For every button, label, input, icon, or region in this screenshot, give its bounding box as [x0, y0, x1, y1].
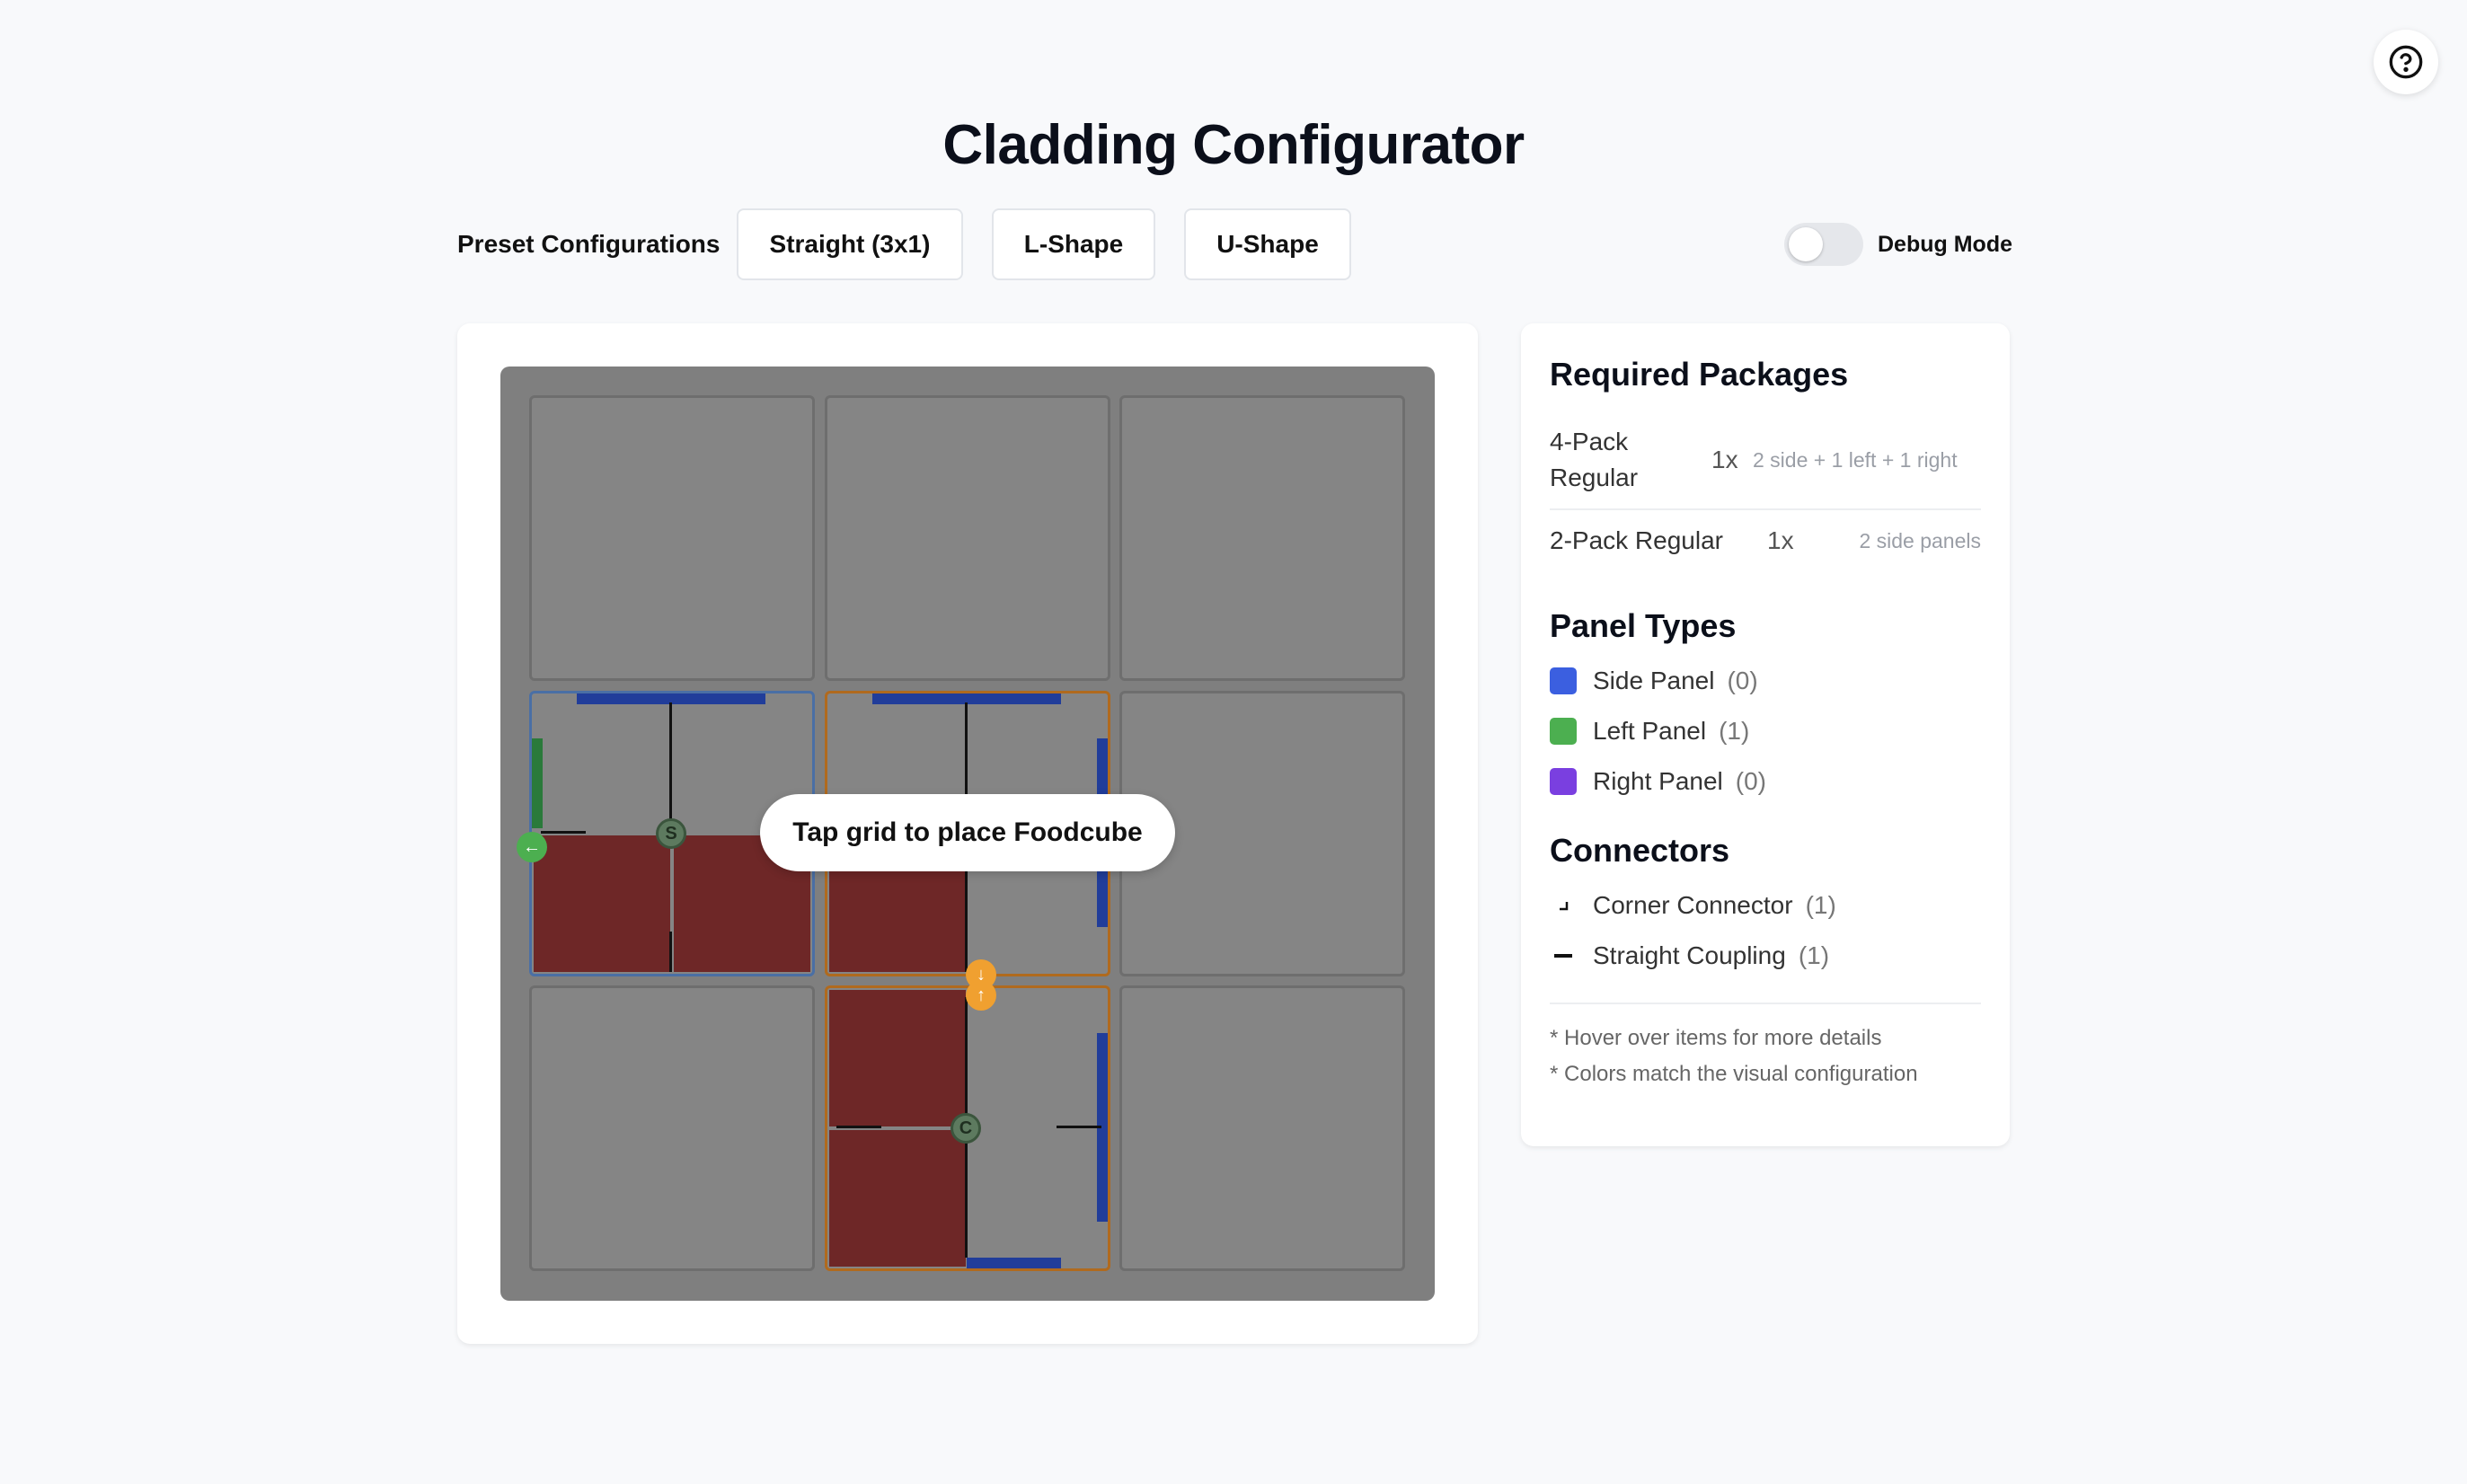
cube-tile — [969, 990, 1106, 1126]
connector-name: Straight Coupling — [1593, 941, 1786, 969]
joint-line — [669, 932, 672, 972]
panel-type-name: Left Panel — [1593, 717, 1707, 745]
package-list: 4-Pack Regular 1x 2 side + 1 left + 1 ri… — [1550, 411, 1981, 571]
connector-count: (1) — [1798, 941, 1830, 969]
joint-line — [965, 1132, 968, 1258]
package-note: 2 side panels — [1859, 529, 1981, 552]
cube-tile — [969, 1130, 1106, 1267]
panel-type-row[interactable]: Right Panel (0) — [1550, 756, 1981, 807]
side-panel-bar — [967, 1258, 1061, 1268]
side-panel-bar — [577, 693, 765, 704]
connector-count: (1) — [1805, 891, 1836, 919]
panel-type-count: (0) — [1735, 767, 1766, 795]
left-panel-bar — [532, 738, 543, 828]
cube-tile — [534, 695, 670, 832]
corner-connector-icon — [1550, 898, 1577, 913]
straight-coupling-marker[interactable]: S — [656, 818, 686, 849]
footnote: * Hover over items for more details — [1550, 1026, 1882, 1050]
question-circle-icon — [2389, 45, 2423, 79]
joint-line — [965, 997, 968, 1123]
joint-line — [965, 837, 968, 972]
joint-line — [965, 702, 968, 828]
foodcube-placed[interactable] — [825, 985, 1110, 1271]
side-panel-swatch — [1550, 667, 1577, 694]
panel-type-count: (0) — [1727, 667, 1758, 694]
grid-cell[interactable] — [825, 395, 1110, 681]
package-qty: 1x — [1711, 446, 1738, 473]
panel-type-name: Side Panel — [1593, 667, 1715, 694]
page-title: Cladding Configurator — [942, 114, 1525, 176]
corner-connector-marker[interactable]: C — [951, 1113, 981, 1144]
connector-row[interactable]: Corner Connector (1) — [1550, 880, 1981, 931]
cube-tile — [829, 1130, 966, 1267]
placement-hint-toast: Tap grid to place Foodcube — [760, 794, 1175, 871]
joint-line — [836, 1126, 881, 1128]
footnotes: * Hover over items for more details * Co… — [1550, 1020, 1981, 1092]
summary-panel: Required Packages 4-Pack Regular 1x 2 si… — [1521, 323, 2010, 1146]
panel-type-row[interactable]: Side Panel (0) — [1550, 656, 1981, 706]
side-panel-bar — [1097, 1033, 1108, 1222]
cube-tile — [829, 990, 966, 1126]
toggle-knob — [1789, 227, 1823, 261]
panel-type-count: (1) — [1719, 717, 1750, 745]
connectors-list: Corner Connector (1) Straight Coupling (… — [1550, 880, 1981, 1004]
panel-type-name: Right Panel — [1593, 767, 1723, 795]
panel-types-title: Panel Types — [1550, 607, 1737, 644]
connector-name: Corner Connector — [1593, 891, 1793, 919]
package-qty: 1x — [1767, 526, 1794, 554]
grid-cell[interactable] — [1119, 691, 1405, 976]
grid-cell[interactable] — [529, 395, 815, 681]
package-name: 2-Pack Regular — [1550, 526, 1723, 554]
help-button[interactable] — [2374, 30, 2438, 94]
package-note: 2 side + 1 left + 1 right — [1753, 448, 1958, 472]
package-row[interactable]: 4-Pack Regular 1x 2 side + 1 left + 1 ri… — [1550, 411, 1981, 510]
grid-cell[interactable] — [1119, 395, 1405, 681]
preset-l-shape-button[interactable]: L-Shape — [992, 208, 1155, 280]
required-packages-title: Required Packages — [1550, 356, 1849, 393]
right-panel-swatch — [1550, 768, 1577, 795]
connectors-title: Connectors — [1550, 832, 1730, 869]
panel-type-row[interactable]: Left Panel (1) — [1550, 706, 1981, 756]
panel-types-list: Side Panel (0) Left Panel (1) Right Pane… — [1550, 656, 1981, 807]
left-panel-swatch — [1550, 718, 1577, 745]
arrow-up-icon[interactable]: ↑ — [966, 980, 996, 1011]
footnote: * Colors match the visual configuration — [1550, 1062, 1918, 1086]
joint-line — [669, 702, 672, 828]
side-panel-bar — [872, 693, 1061, 704]
grid-cell[interactable] — [529, 985, 815, 1271]
joint-line — [541, 831, 586, 834]
debug-mode-toggle[interactable] — [1784, 223, 1863, 266]
straight-coupling-icon — [1550, 951, 1577, 960]
package-row[interactable]: 2-Pack Regular 1x 2 side panels — [1550, 510, 1981, 571]
grid-cell[interactable] — [1119, 985, 1405, 1271]
arrow-left-icon[interactable]: ← — [517, 832, 547, 862]
preset-u-shape-button[interactable]: U-Shape — [1184, 208, 1351, 280]
preset-straight-button[interactable]: Straight (3x1) — [737, 208, 963, 280]
joint-line — [1057, 1126, 1101, 1128]
debug-mode-label: Debug Mode — [1878, 232, 2012, 257]
preset-configurations-label: Preset Configurations — [457, 230, 721, 258]
cube-tile — [534, 835, 670, 972]
package-name: 4-Pack Regular — [1550, 428, 1639, 491]
connector-row[interactable]: Straight Coupling (1) — [1550, 931, 1981, 981]
